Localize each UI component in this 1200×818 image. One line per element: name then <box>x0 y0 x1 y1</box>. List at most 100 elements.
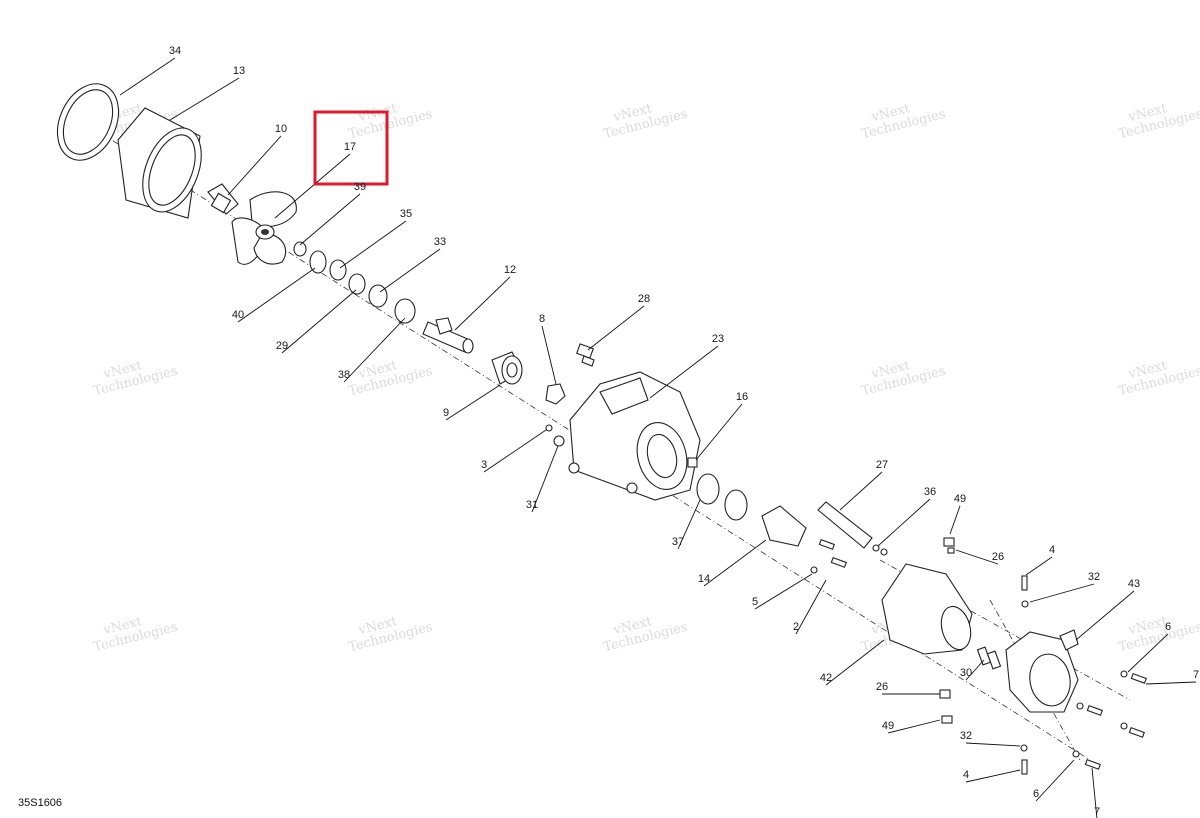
leader-line-6a <box>1127 633 1169 673</box>
o-rings-37-part <box>696 473 748 521</box>
wear-ring-part <box>56 83 120 161</box>
bolts-group-a <box>810 539 888 574</box>
leader-line-9 <box>445 384 501 421</box>
leader-line-17 <box>274 153 351 219</box>
leader-line-2 <box>795 579 827 635</box>
callout-label-10[interactable]: 10 <box>275 123 287 135</box>
leader-line-13 <box>169 77 240 121</box>
callout-label-40[interactable]: 40 <box>232 309 244 321</box>
seal-rings-group <box>293 241 416 324</box>
highlight-box[interactable] <box>313 110 389 186</box>
callout-label-49a[interactable]: 49 <box>954 493 966 505</box>
callout-label-29[interactable]: 29 <box>276 340 288 352</box>
leader-line-4b <box>965 769 1021 783</box>
leader-line-43 <box>1075 590 1135 641</box>
callout-label-5[interactable]: 5 <box>752 596 758 608</box>
callout-label-2[interactable]: 2 <box>793 621 799 633</box>
leader-line-23 <box>649 345 719 399</box>
callout-label-32b[interactable]: 32 <box>960 730 972 742</box>
leader-line-30 <box>965 659 985 681</box>
drive-shaft-part <box>422 317 474 354</box>
callout-label-12[interactable]: 12 <box>504 264 516 276</box>
leader-line-5 <box>754 573 813 610</box>
leader-line-28 <box>587 305 645 351</box>
leader-line-26a <box>955 549 999 565</box>
leader-line-7a <box>1145 681 1197 685</box>
callout-label-37[interactable]: 37 <box>672 536 684 548</box>
nut-part <box>545 383 566 405</box>
venturi-cone-part <box>761 505 807 547</box>
leader-line-10 <box>227 135 282 196</box>
leader-line-31 <box>531 445 559 513</box>
diagram-code: 35S1606 <box>18 797 62 809</box>
callout-label-28[interactable]: 28 <box>638 293 650 305</box>
callout-label-6b[interactable]: 6 <box>1033 788 1039 800</box>
drain-plug-part <box>576 343 595 367</box>
leader-line-49b <box>887 719 941 734</box>
callout-label-6a[interactable]: 6 <box>1165 621 1171 633</box>
callout-label-17[interactable]: 17 <box>344 141 356 153</box>
leader-line-12 <box>454 276 511 331</box>
callout-label-33[interactable]: 33 <box>434 236 446 248</box>
callout-label-27[interactable]: 27 <box>876 459 888 471</box>
callout-label-7b[interactable]: 7 <box>1094 806 1100 818</box>
bearing-part <box>491 351 523 385</box>
callout-label-9[interactable]: 9 <box>443 407 449 419</box>
callout-label-4a[interactable]: 4 <box>1049 544 1055 556</box>
leader-line-49a <box>949 505 961 535</box>
leader-line-14 <box>703 539 767 587</box>
callout-label-49b[interactable]: 49 <box>882 720 894 732</box>
leader-line-34 <box>119 57 176 96</box>
callout-label-31[interactable]: 31 <box>526 499 538 511</box>
impeller-cap-part <box>207 183 239 215</box>
bolts-group-b <box>939 575 1147 775</box>
leader-line-29 <box>281 289 357 354</box>
callout-label-30[interactable]: 30 <box>960 667 972 679</box>
callout-label-8[interactable]: 8 <box>539 313 545 325</box>
callout-label-26b[interactable]: 26 <box>876 681 888 693</box>
leader-line-8 <box>541 325 557 385</box>
leader-line-36 <box>877 498 931 547</box>
callout-label-4b[interactable]: 4 <box>963 769 969 781</box>
callout-label-43[interactable]: 43 <box>1128 578 1140 590</box>
callout-label-38[interactable]: 38 <box>338 369 350 381</box>
steering-nozzle-part <box>1005 629 1079 713</box>
callout-label-34[interactable]: 34 <box>169 45 181 57</box>
bushing-top-part <box>943 537 955 554</box>
callout-label-39[interactable]: 39 <box>354 181 366 193</box>
callout-label-7a[interactable]: 7 <box>1193 669 1199 681</box>
callout-label-13[interactable]: 13 <box>233 65 245 77</box>
leader-line-39 <box>299 193 361 246</box>
callout-label-23[interactable]: 23 <box>712 333 724 345</box>
callout-label-14[interactable]: 14 <box>698 573 710 585</box>
callout-label-35[interactable]: 35 <box>400 208 412 220</box>
callout-label-16[interactable]: 16 <box>736 391 748 403</box>
callout-label-36[interactable]: 36 <box>924 486 936 498</box>
callout-label-26a[interactable]: 26 <box>992 551 1004 563</box>
callout-label-3[interactable]: 3 <box>481 459 487 471</box>
leader-line-27 <box>839 471 883 511</box>
leader-line-35 <box>339 220 407 269</box>
leader-line-32a <box>1029 583 1095 603</box>
bracket-part <box>817 501 873 549</box>
callout-label-42[interactable]: 42 <box>820 672 832 684</box>
leader-line-40 <box>237 267 316 323</box>
impeller-housing-sleeve-part <box>117 107 202 219</box>
leader-line-33 <box>379 248 441 293</box>
bracket-30-part <box>976 646 1002 670</box>
leader-line-4a <box>1025 556 1053 576</box>
callout-label-32a[interactable]: 32 <box>1088 571 1100 583</box>
impeller-part <box>231 191 297 265</box>
callout-labels: 3413101739353312402938828239163312736493… <box>169 45 1199 818</box>
leader-line-38 <box>343 317 406 383</box>
